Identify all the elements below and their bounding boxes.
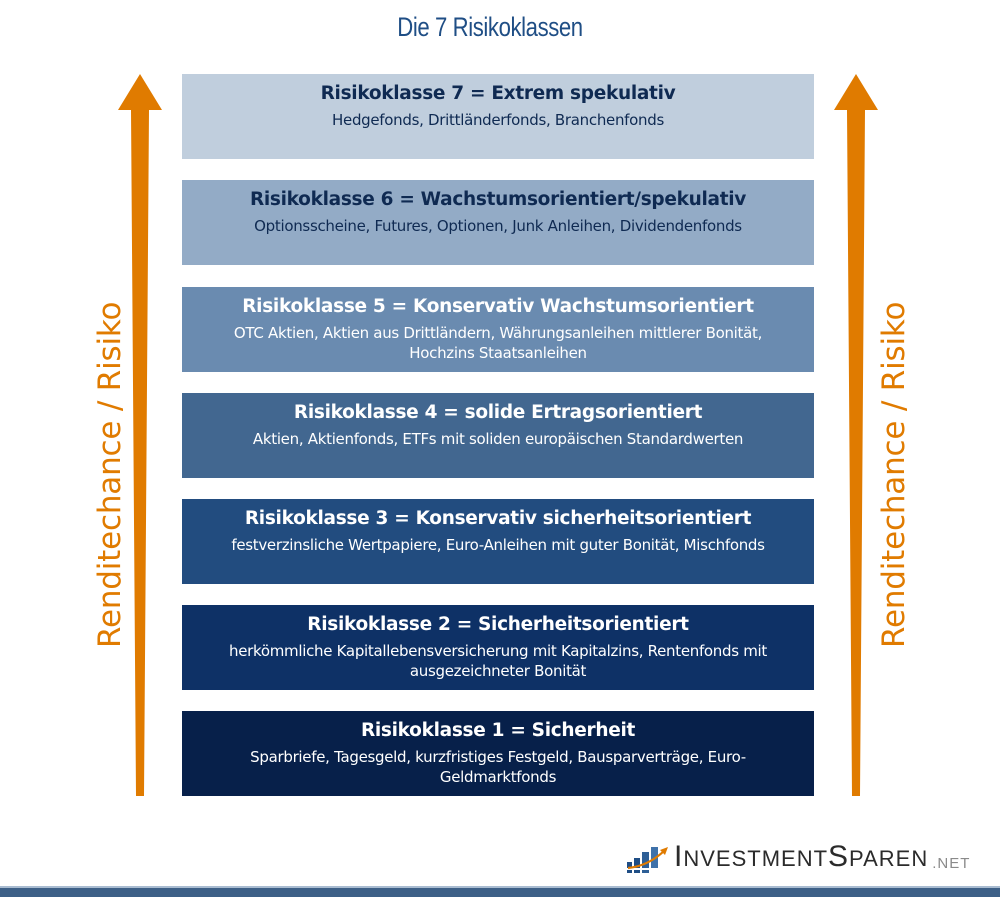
risk-class-3: Risikoklasse 3 = Konservativ sicherheits… (182, 499, 814, 584)
risk-class-heading: Risikoklasse 6 = Wachstumsorientiert/spe… (249, 189, 747, 210)
page-title: Die 7 Risikoklassen (397, 12, 583, 42)
risk-class-heading: Risikoklasse 2 = Sicherheitsorientiert (307, 614, 689, 635)
risk-class-description: festverzinsliche Wertpapiere, Euro-Anlei… (231, 536, 765, 554)
risk-class-description: herkömmliche Kapitallebensversicherung m… (229, 642, 767, 680)
risk-class-description: OTC Aktien, Aktien aus Drittländern, Wäh… (233, 324, 763, 362)
logo-wordmark: INVESTMENTSPAREN (674, 842, 928, 874)
risk-class-6: Risikoklasse 6 = Wachstumsorientiert/spe… (182, 180, 814, 265)
risk-class-heading: Risikoklasse 7 = Extrem spekulativ (320, 83, 676, 104)
right-up-arrow-icon (834, 74, 878, 796)
logo-suffix: .NET (932, 855, 971, 872)
left-up-arrow-icon (118, 74, 162, 796)
logo-initial-s: S (828, 840, 850, 873)
bar-chart-growth-icon (627, 847, 668, 873)
risk-class-1: Risikoklasse 1 = Sicherheit Sparbriefe, … (182, 711, 814, 796)
left-axis-label: Renditechance / Risiko (92, 301, 128, 648)
risk-class-description: Hedgefonds, Drittländerfonds, Branchenfo… (332, 111, 664, 129)
bottom-bar (0, 886, 1000, 897)
logo-word-sparen: PAREN (849, 846, 929, 871)
logo-initial-i: I (674, 840, 684, 873)
logo-word-investment: NVESTMENT (683, 846, 829, 871)
risk-class-2: Risikoklasse 2 = Sicherheitsorientiert h… (182, 605, 814, 690)
risk-class-description: Sparbriefe, Tagesgeld, kurzfristiges Fes… (250, 748, 746, 786)
risk-class-description: Aktien, Aktienfonds, ETFs mit soliden eu… (252, 430, 744, 448)
risk-class-heading: Risikoklasse 4 = solide Ertragsorientier… (293, 402, 703, 423)
risk-class-5: Risikoklasse 5 = Konservativ Wachstumsor… (182, 287, 814, 372)
risk-class-heading: Risikoklasse 5 = Konservativ Wachstumsor… (242, 296, 754, 317)
investmentsparen-logo: INVESTMENTSPAREN .NET (626, 840, 970, 874)
risk-class-heading: Risikoklasse 3 = Konservativ sicherheits… (244, 508, 752, 529)
right-axis-label: Renditechance / Risiko (876, 301, 912, 648)
risk-class-7: Risikoklasse 7 = Extrem spekulativ Hedge… (182, 74, 814, 159)
risk-class-4: Risikoklasse 4 = solide Ertragsorientier… (182, 393, 814, 478)
risk-class-description: Optionsscheine, Futures, Optionen, Junk … (254, 217, 742, 235)
risk-class-heading: Risikoklasse 1 = Sicherheit (360, 720, 636, 741)
